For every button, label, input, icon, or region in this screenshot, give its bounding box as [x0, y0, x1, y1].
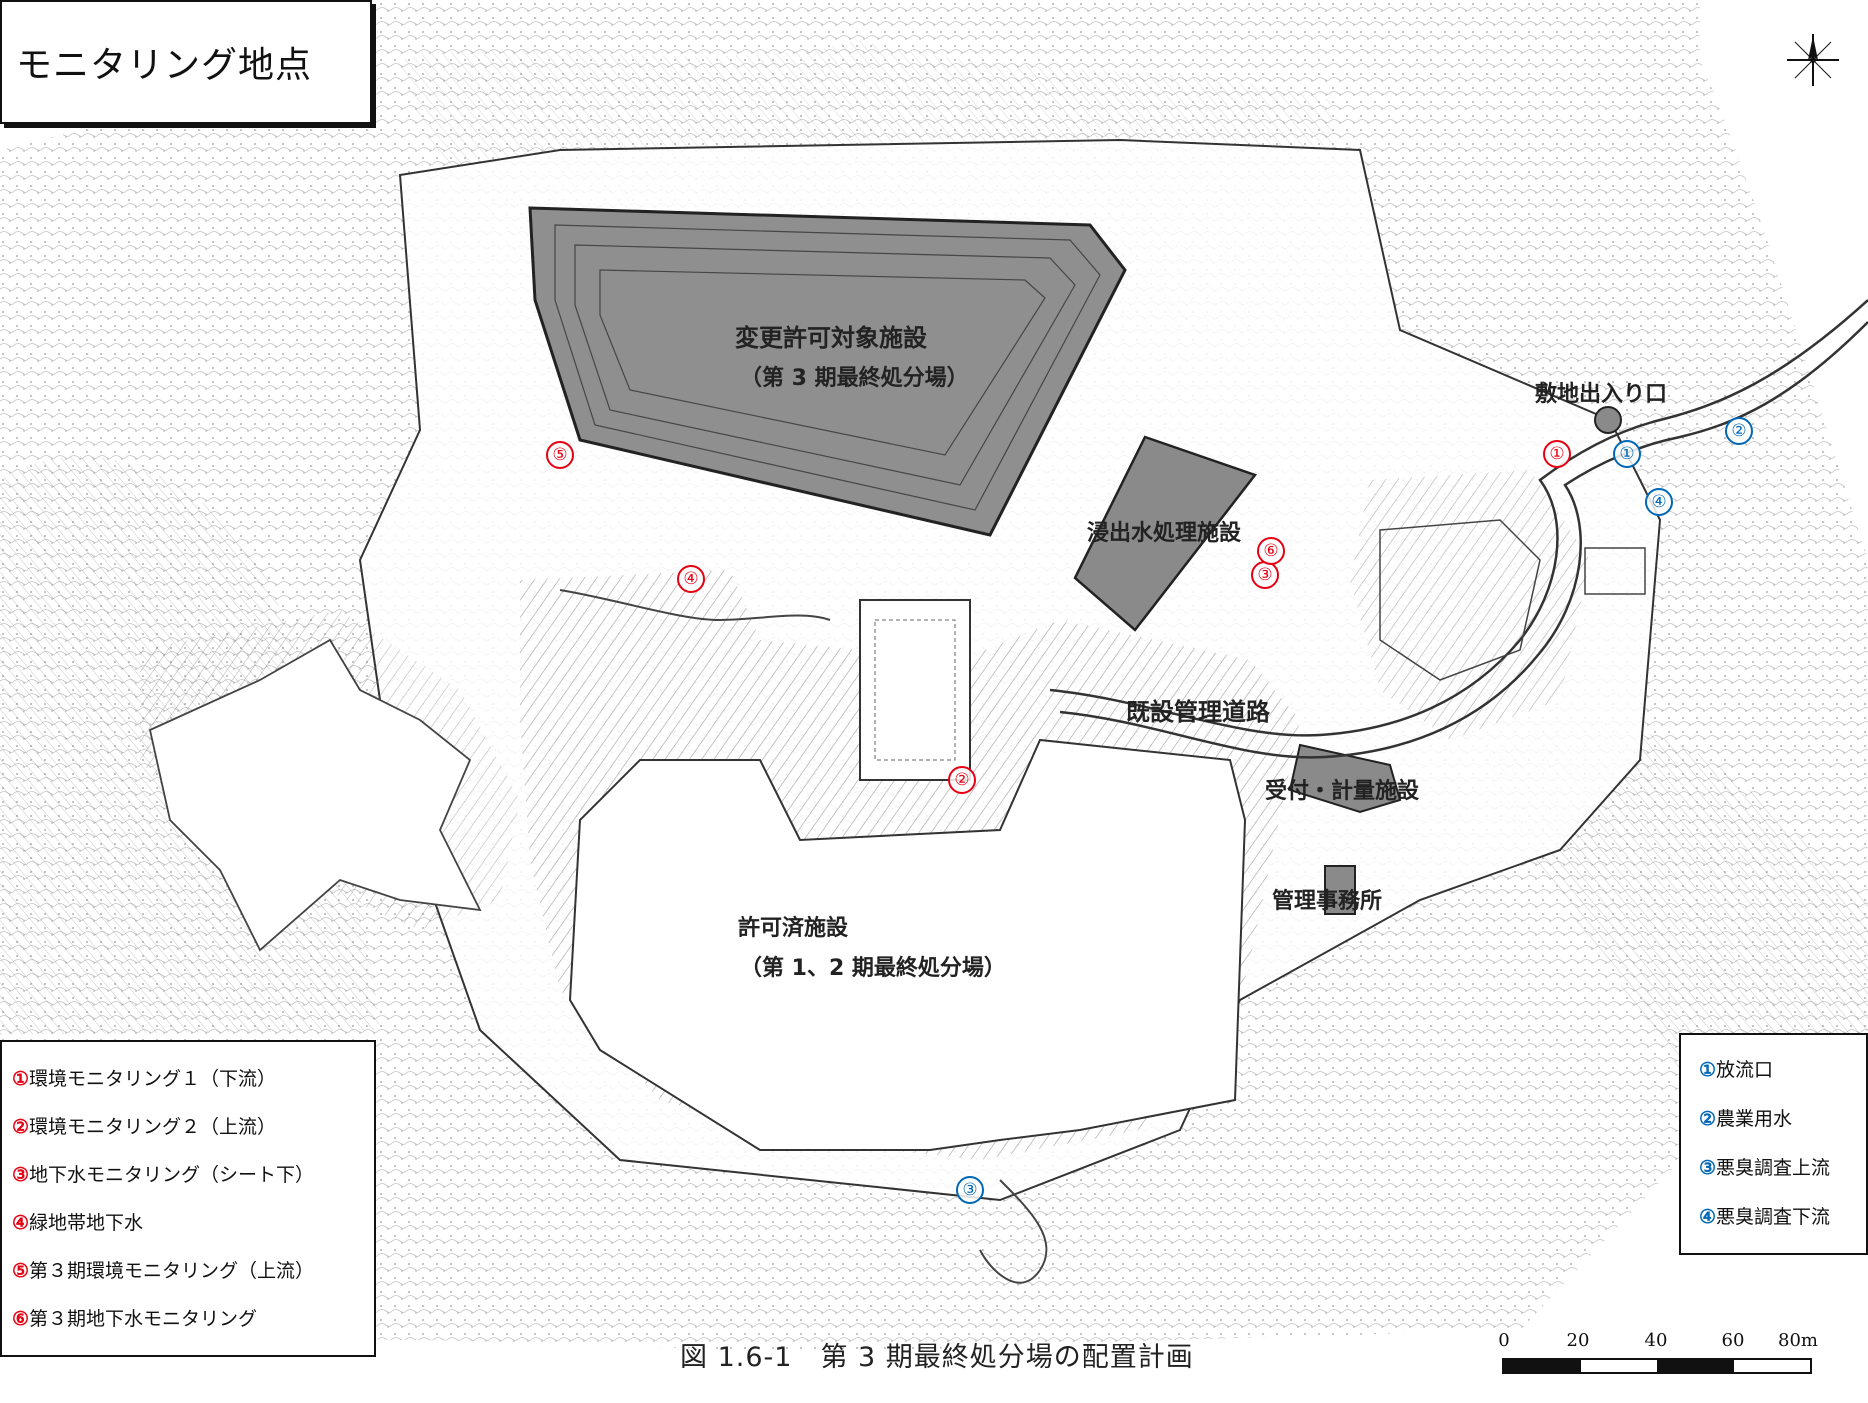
scale-tick: 80m [1778, 1330, 1818, 1351]
legend-item: ②環境モニタリング２（上流） [12, 1112, 374, 1160]
label-reception: 受付・計量施設 [1265, 779, 1420, 804]
scale-segment [1504, 1360, 1581, 1372]
scale-tick: 60 [1721, 1330, 1745, 1351]
marker-red-5: ⑤ [546, 441, 574, 469]
west-pond [148, 638, 482, 952]
legend-num: ② [1699, 1108, 1717, 1130]
leachate-facility-polygon [1073, 435, 1258, 632]
scale-segment [1734, 1360, 1811, 1372]
legend-item: ①放流口 [1699, 1055, 1866, 1104]
scale-tick: 20 [1566, 1330, 1590, 1351]
legend-num: ③ [1699, 1157, 1717, 1179]
legend-text: 環境モニタリング１（下流） [29, 1068, 277, 1090]
slope-band-east [1350, 470, 1590, 740]
label-office: 管理事務所 [1272, 889, 1383, 914]
north-arrow-icon [1787, 34, 1839, 86]
label-phase12: （第 1、2 期最終処分場） [740, 956, 1006, 981]
legend-num: ③ [12, 1164, 30, 1186]
scale-bar: 0 20 40 60 80m [1498, 1330, 1818, 1386]
phase3-terraces [554, 224, 1101, 511]
access-road-edge [1059, 321, 1868, 759]
figure-caption: 図 1.6-1 第 3 期最終処分場の配置計画 [680, 1342, 1194, 1373]
label-change-permit: 変更許可対象施設 [735, 324, 927, 352]
scale-segment [1581, 1360, 1658, 1372]
legend-text: 緑地帯地下水 [29, 1212, 144, 1234]
haul-road [979, 1179, 1048, 1284]
legend-text: 地下水モニタリング（シート下） [29, 1164, 315, 1186]
legend-odor-water: ①放流口 ②農業用水 ③悪臭調査上流 ④悪臭調査下流 [1679, 1033, 1868, 1255]
page-title: モニタリング地点 [0, 0, 372, 124]
label-phase3: （第 3 期最終処分場） [740, 366, 969, 391]
marker-red-2: ② [948, 766, 976, 794]
marker-red-1: ① [1543, 440, 1571, 468]
legend-text: 放流口 [1716, 1059, 1774, 1081]
legend-num: ⑤ [12, 1260, 30, 1282]
legend-item: ⑥第３期地下水モニタリング [12, 1304, 374, 1352]
marker-red-4: ④ [677, 565, 705, 593]
marker-blue-1: ① [1613, 440, 1641, 468]
reception-building [1288, 743, 1402, 814]
legend-item: ③悪臭調査上流 [1699, 1153, 1866, 1202]
marker-red-6: ⑥ [1257, 537, 1285, 565]
label-road: 既設管理道路 [1126, 698, 1270, 726]
legend-num: ④ [1699, 1206, 1717, 1228]
legend-item: ①環境モニタリング１（下流） [12, 1064, 374, 1112]
legend-text: 第３期環境モニタリング（上流） [29, 1260, 315, 1282]
legend-num: ① [1699, 1059, 1717, 1081]
scale-tick: 40 [1644, 1330, 1668, 1351]
site-entrance-marker [1594, 406, 1622, 434]
scale-bar-segments [1502, 1358, 1812, 1374]
legend-item: ⑤第３期環境モニタリング（上流） [12, 1256, 374, 1304]
access-road [1049, 299, 1868, 737]
legend-text: 悪臭調査下流 [1716, 1206, 1831, 1228]
legend-text: 環境モニタリング２（上流） [29, 1116, 277, 1138]
legend-num: ④ [12, 1212, 30, 1234]
office-building [1324, 865, 1356, 915]
legend-num: ⑥ [12, 1308, 30, 1330]
phase3-landfill-polygon [528, 206, 1127, 537]
legend-text: 第３期地下水モニタリング [29, 1308, 258, 1330]
marker-red-3: ③ [1251, 561, 1279, 589]
label-entrance: 敷地出入り口 [1535, 382, 1668, 407]
legend-item: ②農業用水 [1699, 1104, 1866, 1153]
legend-num: ① [12, 1068, 30, 1090]
inner-road [559, 589, 831, 622]
east-parcel [1379, 519, 1541, 681]
legend-item: ④緑地帯地下水 [12, 1208, 374, 1256]
legend-text: 農業用水 [1716, 1108, 1793, 1130]
scale-tick: 0 [1498, 1330, 1510, 1351]
central-building-inner [874, 619, 956, 761]
label-permitted: 許可済施設 [738, 916, 849, 941]
legend-text: 悪臭調査上流 [1716, 1157, 1831, 1179]
legend-monitoring: ①環境モニタリング１（下流） ②環境モニタリング２（上流） ③地下水モニタリング… [0, 1040, 376, 1357]
scale-segment [1657, 1360, 1734, 1372]
marker-blue-2: ② [1725, 417, 1753, 445]
marker-blue-4: ④ [1645, 488, 1673, 516]
central-building [859, 599, 971, 781]
label-leachate: 浸出水処理施設 [1087, 521, 1242, 546]
permitted-landfill-polygon [568, 738, 1247, 1151]
marker-blue-3: ③ [956, 1176, 984, 1204]
legend-num: ② [12, 1116, 30, 1138]
legend-item: ④悪臭調査下流 [1699, 1202, 1866, 1251]
east-building [1584, 547, 1646, 595]
legend-item: ③地下水モニタリング（シート下） [12, 1160, 374, 1208]
